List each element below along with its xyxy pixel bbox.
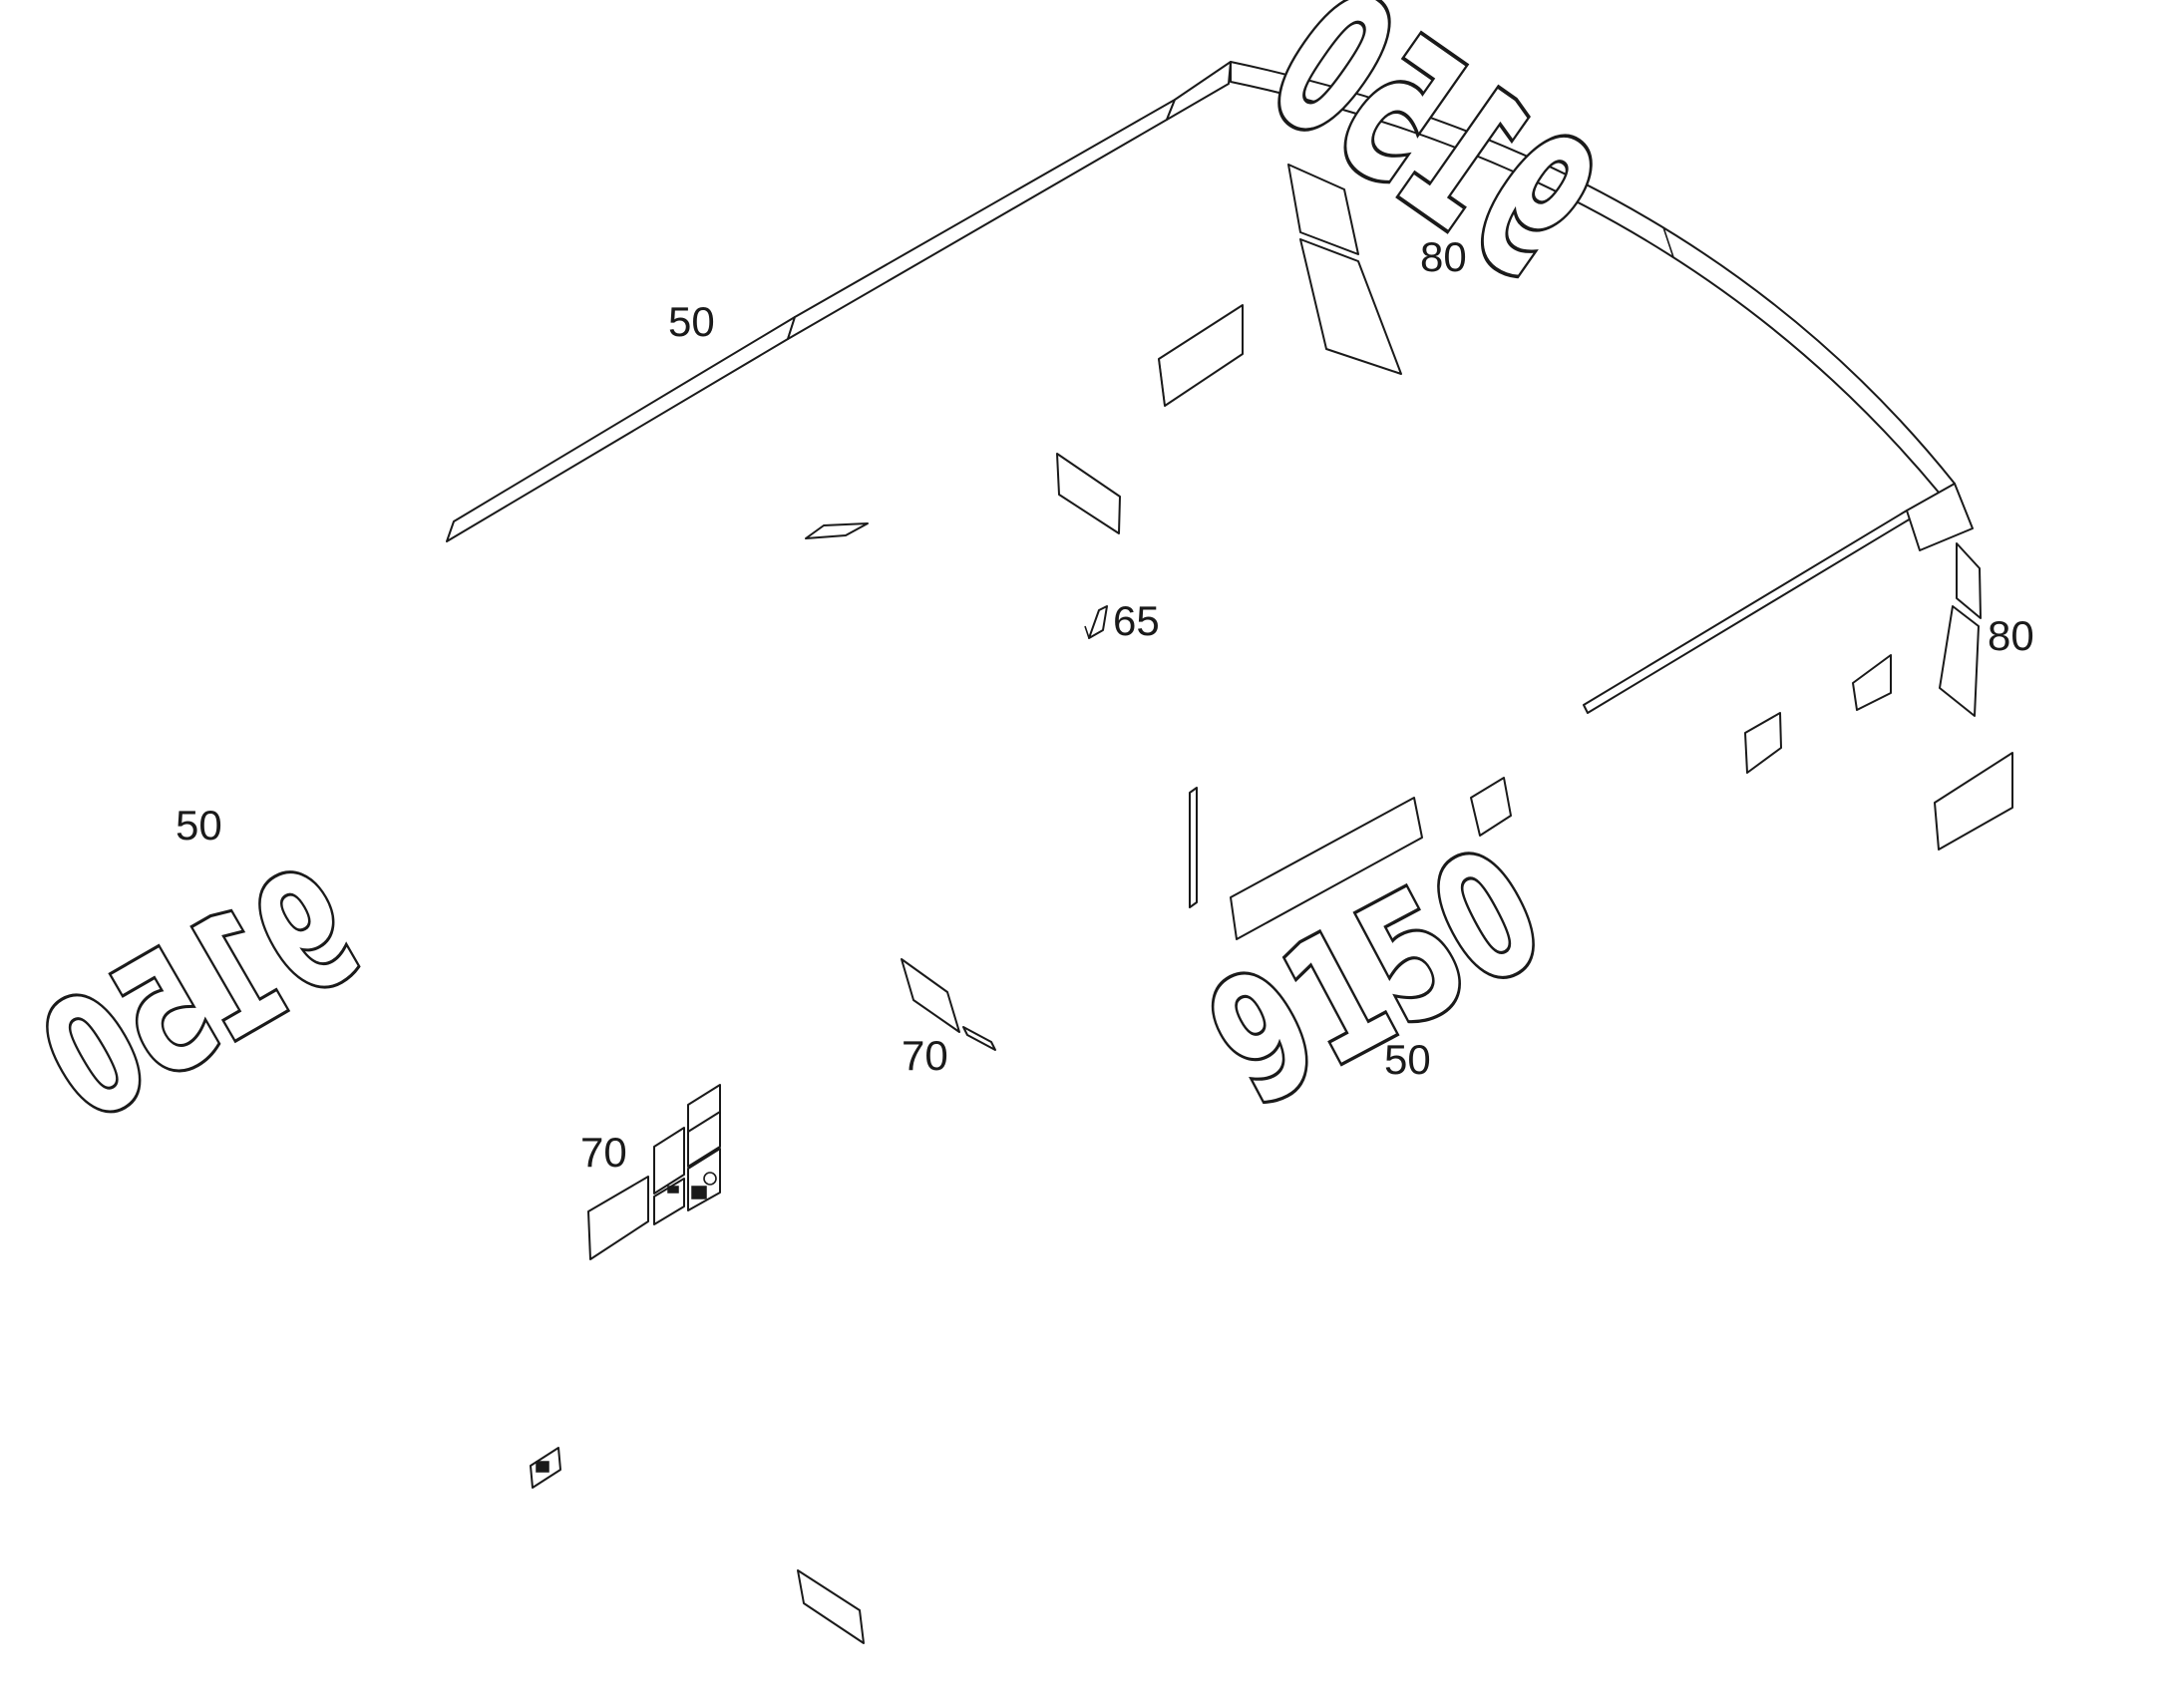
label-70-cluster	[587, 1084, 721, 1260]
decal-side: 9150	[11, 831, 391, 1161]
plate-right-2	[1744, 712, 1782, 774]
callout-65: 65	[1113, 597, 1160, 644]
callout-80-right: 80	[1988, 612, 2034, 659]
callout-70-center: 70	[902, 1032, 948, 1079]
plate-bottom	[797, 1569, 865, 1644]
stripe-panel-right	[1939, 542, 1982, 717]
plate-upper-thin	[805, 522, 869, 539]
plate-right-1	[1852, 654, 1892, 711]
plate-right-3	[1934, 752, 2013, 851]
callout-80-top: 80	[1420, 233, 1467, 280]
label-small-dark	[530, 1447, 561, 1489]
callout-50-left: 50	[176, 802, 222, 849]
label-70-center	[901, 958, 996, 1051]
callout-50-top: 50	[668, 298, 715, 345]
plate-right-4	[1470, 777, 1512, 837]
roof-strip-left	[446, 61, 1232, 542]
plate-upper-1	[1158, 304, 1244, 407]
vertical-strip-center	[1189, 787, 1198, 908]
side-strip-right	[1583, 483, 1974, 714]
callout-70-left: 70	[580, 1129, 627, 1176]
callout-50-bottom: 50	[1384, 1036, 1431, 1083]
decal-side-text: 9150	[13, 834, 388, 1159]
part-65	[1084, 605, 1108, 639]
long-plate-center	[1230, 797, 1423, 940]
stripe-panel-top	[1287, 164, 1402, 375]
plate-upper-2	[1056, 453, 1121, 534]
